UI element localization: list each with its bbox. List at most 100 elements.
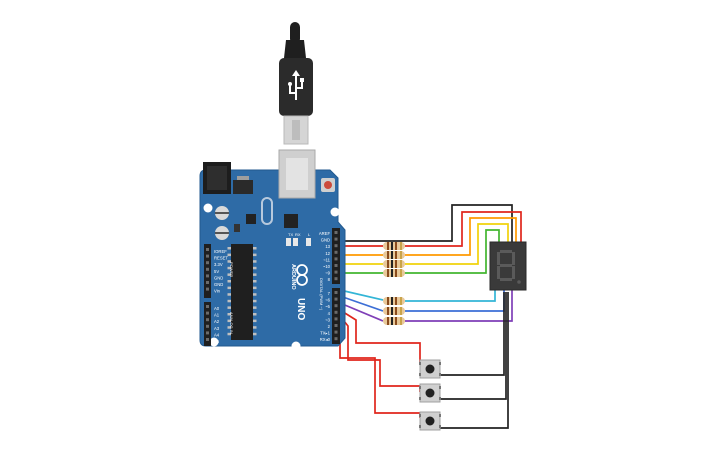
model-label: UNO — [295, 298, 306, 320]
chip-pin — [253, 332, 257, 336]
analog-header[interactable] — [204, 302, 211, 346]
wire-10-green — [340, 229, 500, 274]
resistor-1 — [383, 242, 405, 250]
pin-label: RX◂0 — [320, 337, 331, 342]
pin-label: 7 — [328, 291, 331, 296]
l-label: L — [308, 232, 311, 237]
header-pin-hole[interactable] — [334, 244, 338, 248]
led-rx — [293, 238, 298, 246]
chip-pin — [227, 286, 231, 290]
header-pin-hole[interactable] — [334, 237, 338, 241]
pin-label: A1 — [214, 313, 220, 318]
header-pin-hole[interactable] — [334, 291, 338, 294]
digital-header-top[interactable] — [332, 228, 340, 284]
wires — [339, 204, 522, 429]
resistor-7 — [383, 317, 405, 325]
wire-6-blue — [339, 295, 384, 312]
mounting-hole — [291, 341, 301, 351]
header-pin-hole[interactable] — [334, 270, 338, 274]
header-pin-hole[interactable] — [334, 324, 338, 327]
pin-label: A2 — [214, 319, 220, 324]
header-pin-hole[interactable] — [206, 311, 209, 315]
resistor-3 — [383, 260, 405, 268]
seven-segment-display[interactable]: 8 — [489, 241, 527, 291]
chip-pin — [227, 319, 231, 323]
header-pin-hole[interactable] — [334, 337, 338, 341]
chip-pin — [253, 260, 257, 263]
wire-gnd-black — [340, 204, 513, 290]
header-pin-hole[interactable] — [206, 318, 209, 322]
chip-pin — [227, 299, 231, 303]
pin-label: AREF — [319, 231, 331, 236]
header-pin-hole[interactable] — [206, 331, 209, 335]
header-pin-hole[interactable] — [334, 297, 338, 301]
push-button-1[interactable] — [419, 359, 441, 379]
pin-label: ~5 — [325, 304, 330, 309]
arduino-board[interactable]: TX RX L ARDUINO UNO DIGITAL (PWM ~) POWE… — [199, 149, 346, 351]
header-pin-hole[interactable] — [334, 250, 338, 254]
wire-7-cyan — [339, 289, 384, 301]
header-pin-hole[interactable] — [334, 330, 338, 334]
pin-label: ~3 — [325, 317, 330, 322]
pin-label: 8 — [328, 277, 331, 282]
digital-header-bottom[interactable] — [332, 288, 340, 344]
digital-header-label: DIGITAL (PWM ~) — [319, 278, 324, 311]
wire-5-purple — [339, 302, 384, 322]
usb-icon — [288, 70, 304, 100]
chip-pin — [227, 260, 231, 263]
chip-pin — [253, 293, 257, 296]
pin-label: A5 — [214, 339, 220, 344]
pin-label: GND — [214, 275, 223, 280]
mounting-hole — [330, 207, 340, 217]
pin-label: 3.3V — [214, 262, 223, 267]
chip-pin — [253, 313, 257, 316]
chip-pin — [253, 326, 257, 329]
power-header[interactable] — [204, 244, 211, 298]
pin-label: RESET — [214, 256, 228, 261]
usb-metal-inner — [292, 120, 300, 140]
header-pin-hole[interactable] — [206, 274, 209, 278]
header-pin-hole[interactable] — [206, 254, 209, 258]
header-pin-hole[interactable] — [206, 305, 209, 308]
header-pin-hole[interactable] — [206, 287, 209, 291]
header-pin-hole[interactable] — [206, 338, 209, 341]
header-pin-hole[interactable] — [206, 248, 209, 251]
header-pin-hole[interactable] — [206, 261, 209, 265]
header-pin-hole[interactable] — [334, 257, 338, 261]
voltage-regulator — [233, 180, 253, 194]
chip-pin — [253, 319, 257, 323]
analog-header-label: ANALOG IN — [229, 312, 234, 334]
header-pin-hole[interactable] — [334, 231, 338, 234]
header-pin-hole[interactable] — [206, 267, 209, 271]
pin-label: 13 — [325, 244, 330, 249]
led-tx — [286, 238, 291, 246]
wire-btn2-black — [440, 292, 507, 400]
small-chip — [246, 214, 256, 224]
push-button-2[interactable] — [419, 383, 441, 403]
chip-pin — [253, 266, 257, 270]
header-pin-hole[interactable] — [206, 281, 209, 284]
pin-label: 2 — [328, 324, 331, 329]
header-pin-hole[interactable] — [334, 304, 338, 308]
chip-pin — [227, 313, 231, 316]
pin-label: TX▸1 — [320, 331, 330, 336]
resistor-5 — [383, 297, 405, 305]
usb-cable[interactable] — [279, 22, 313, 145]
resistors — [383, 242, 405, 325]
led-l — [306, 238, 311, 246]
chip-pin — [227, 266, 231, 270]
chip-pin — [253, 273, 257, 276]
push-button-3[interactable] — [419, 411, 441, 431]
header-pin-hole[interactable] — [334, 310, 338, 314]
header-pin-hole[interactable] — [334, 317, 338, 321]
wire-7-cyan-out — [405, 290, 496, 302]
header-pin-hole[interactable] — [334, 277, 338, 281]
chip-pin — [253, 253, 257, 257]
header-pin-hole[interactable] — [334, 264, 338, 267]
chip-pin — [253, 247, 257, 250]
mounting-hole — [203, 203, 213, 213]
header-pin-hole[interactable] — [206, 324, 209, 328]
infinity-logo-icon — [296, 264, 308, 286]
